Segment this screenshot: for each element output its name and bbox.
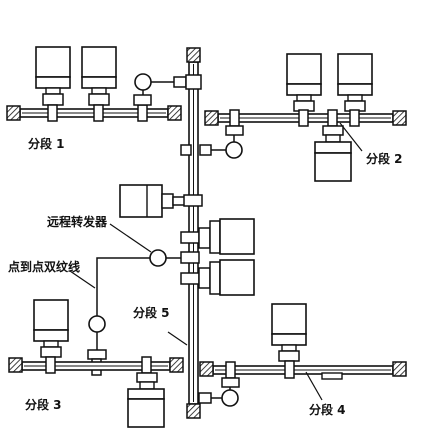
segment-5-pointer xyxy=(167,331,188,346)
computer xyxy=(127,356,165,428)
segment-1-label: 分段 1 xyxy=(28,136,65,151)
segment-2-label: 分段 2 xyxy=(366,151,403,166)
segment-3-label: 分段 3 xyxy=(25,397,62,412)
segment-2-right-terminator xyxy=(392,110,407,126)
segment-4-tap xyxy=(321,372,343,380)
computer xyxy=(180,259,255,296)
segment-2-pointer xyxy=(339,122,363,152)
remote-repeater-label: 远程转发器 xyxy=(47,214,108,229)
segment-2-left-terminator xyxy=(204,110,219,126)
computer xyxy=(33,299,69,374)
remote-repeater xyxy=(149,249,200,267)
segment-3-right-terminator xyxy=(169,357,184,373)
computer xyxy=(180,218,255,255)
repeater xyxy=(133,73,202,122)
segment-4-pointer xyxy=(305,371,323,401)
computer xyxy=(337,53,373,127)
segment-5-bottom-terminator xyxy=(186,403,201,419)
computer xyxy=(314,109,352,182)
segment-4-left-terminator xyxy=(199,361,214,377)
twisted-pair-label: 点到点双纹线 xyxy=(8,259,80,274)
segment-3-left-terminator xyxy=(8,357,23,373)
segment-5-top-terminator xyxy=(186,47,201,63)
computer xyxy=(35,46,71,122)
segment-1-right-terminator xyxy=(167,105,182,121)
segment-5-label: 分段 5 xyxy=(133,305,170,320)
twisted-pair-pointer xyxy=(69,270,96,289)
computer xyxy=(286,53,322,127)
repeater xyxy=(180,109,244,159)
segment-4-label: 分段 4 xyxy=(309,402,346,417)
segment-4-cable xyxy=(212,365,394,375)
repeater xyxy=(198,361,240,407)
computer xyxy=(81,46,117,122)
segment-1-left-terminator xyxy=(6,105,21,121)
remote-repeater-pointer xyxy=(109,223,152,253)
computer xyxy=(119,184,203,218)
computer xyxy=(271,303,307,379)
twisted-pair-link xyxy=(96,257,150,316)
segment-4-right-terminator xyxy=(392,361,407,377)
